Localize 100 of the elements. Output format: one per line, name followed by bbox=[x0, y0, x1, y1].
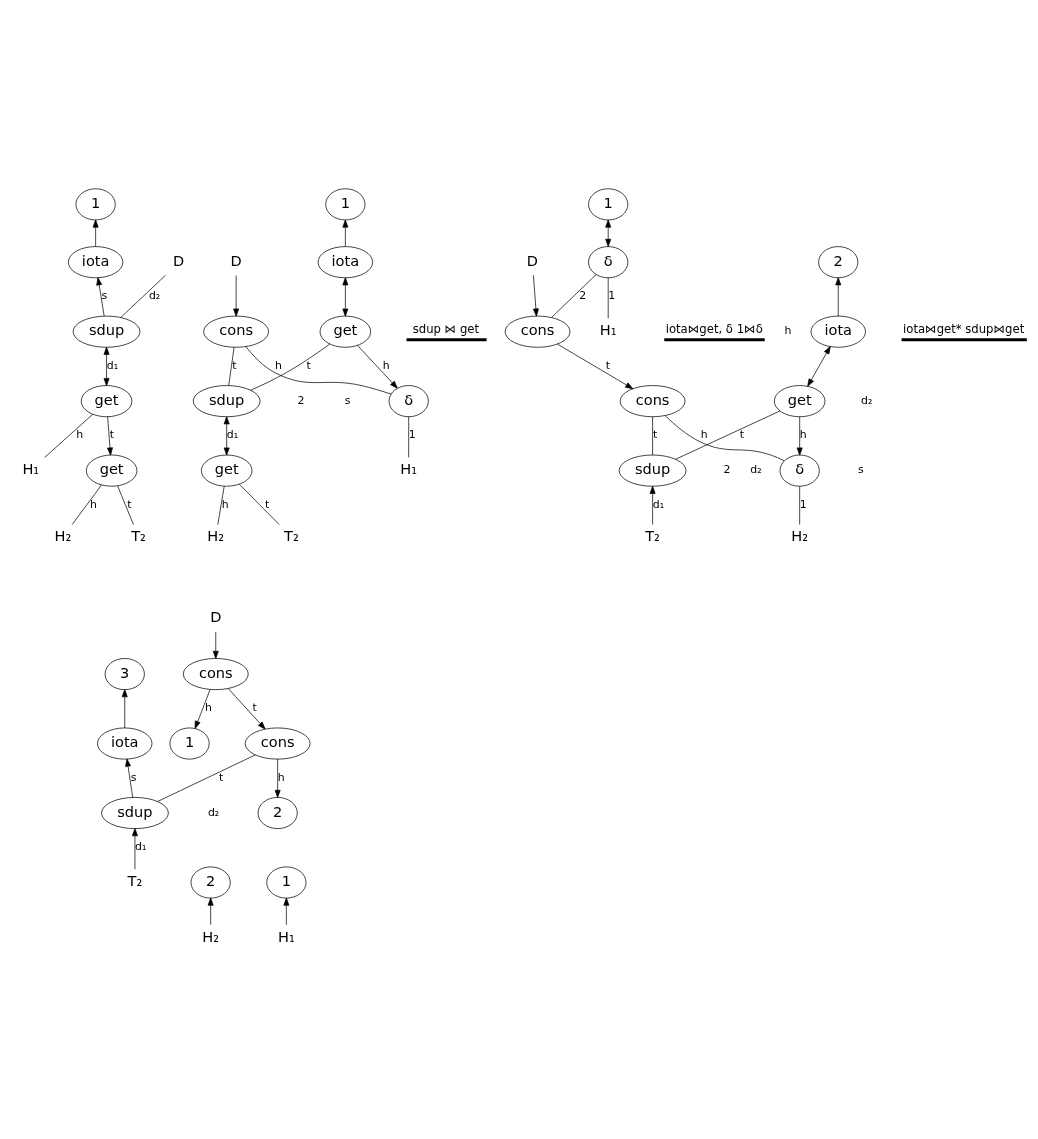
arrow bbox=[96, 276, 105, 317]
node-ellipse: sdup bbox=[618, 454, 687, 487]
label: 2 bbox=[297, 393, 305, 407]
label: d₂ bbox=[750, 462, 762, 476]
edge-label: 1 bbox=[408, 427, 416, 441]
connector bbox=[799, 485, 801, 525]
label: 2 bbox=[723, 462, 731, 476]
connector bbox=[250, 343, 331, 391]
node-ellipse: cons bbox=[203, 315, 269, 348]
edge-label: t bbox=[605, 358, 610, 372]
connector bbox=[675, 410, 781, 460]
arrow bbox=[835, 276, 842, 317]
node-ellipse: 2 bbox=[190, 866, 231, 898]
edge-label: s bbox=[101, 288, 108, 302]
node-ellipse: cons bbox=[504, 315, 571, 348]
arrow bbox=[342, 276, 349, 317]
connector bbox=[157, 754, 256, 802]
arrow bbox=[533, 274, 539, 317]
node-ellipse: get bbox=[85, 454, 138, 487]
edge-label: d₂ bbox=[148, 288, 161, 302]
label: d₂ bbox=[861, 393, 873, 407]
node-ellipse: get bbox=[319, 315, 372, 348]
edge-label: t bbox=[739, 427, 744, 441]
arrow bbox=[207, 897, 214, 925]
node-ellipse: 1 bbox=[169, 727, 210, 759]
label: h bbox=[784, 323, 792, 337]
edge-label: t bbox=[127, 497, 132, 511]
label: iota⋈get, δ 1⋈δ bbox=[665, 321, 763, 336]
node-ellipse: sdup bbox=[192, 384, 261, 417]
edge-label: s bbox=[130, 770, 137, 784]
connector bbox=[607, 276, 609, 319]
node-text: D bbox=[210, 607, 222, 625]
node-ellipse: δ bbox=[388, 384, 429, 417]
edge-label: d₁ bbox=[652, 497, 665, 511]
label: d₂ bbox=[207, 805, 220, 819]
edge-label: h bbox=[799, 427, 807, 441]
arrow bbox=[125, 758, 134, 798]
node-text: T₂ bbox=[131, 526, 146, 544]
arrow bbox=[649, 485, 656, 525]
edge-label: t bbox=[232, 358, 237, 372]
node-ellipse: iota bbox=[68, 245, 124, 278]
edge-label: h bbox=[274, 358, 282, 372]
node-ellipse: iota bbox=[317, 245, 373, 278]
edge-label: 1 bbox=[799, 497, 807, 511]
node-ellipse: 3 bbox=[104, 657, 145, 690]
node-ellipse: get bbox=[773, 384, 826, 417]
node-ellipse: 2 bbox=[257, 796, 298, 829]
arrow bbox=[605, 219, 612, 247]
node-ellipse: 1 bbox=[75, 187, 116, 220]
edge-label: 1 bbox=[608, 288, 616, 302]
connector bbox=[120, 274, 166, 318]
node-text: H₁ bbox=[599, 320, 617, 338]
edge-label: h bbox=[76, 427, 84, 441]
connector bbox=[44, 413, 94, 458]
node-ellipse: sdup bbox=[101, 796, 169, 829]
node-text: T₂ bbox=[284, 526, 299, 544]
node-ellipse: 1 bbox=[588, 187, 629, 220]
arrow bbox=[796, 415, 803, 456]
node-text: T₂ bbox=[645, 526, 660, 544]
arrow bbox=[274, 758, 281, 798]
node-text: H₂ bbox=[202, 927, 220, 945]
node-ellipse: get bbox=[80, 384, 133, 417]
node-ellipse: cons bbox=[244, 727, 311, 759]
arrow bbox=[342, 219, 349, 247]
arrow bbox=[132, 827, 138, 870]
edge-label: h bbox=[700, 427, 708, 441]
node-text: D bbox=[526, 251, 539, 269]
node-ellipse: δ bbox=[779, 454, 820, 487]
node-text: H₂ bbox=[54, 526, 72, 544]
node-text: D bbox=[173, 251, 185, 269]
edge-label: 2 bbox=[579, 288, 587, 302]
arrow bbox=[92, 219, 99, 247]
arrow bbox=[103, 346, 110, 386]
arrow bbox=[223, 415, 230, 456]
node-text: D bbox=[230, 251, 242, 269]
connector bbox=[217, 485, 225, 525]
connector bbox=[652, 415, 653, 456]
label: s bbox=[857, 462, 864, 476]
label: iota⋈get* sdup⋈get bbox=[903, 321, 1025, 336]
node-ellipse: iota bbox=[810, 315, 866, 348]
node-text: H₁ bbox=[400, 459, 418, 477]
node-ellipse: δ bbox=[588, 245, 629, 278]
arrow bbox=[556, 343, 634, 389]
edge-label: t bbox=[306, 358, 311, 372]
label: s bbox=[344, 393, 351, 407]
edge-label: d₁ bbox=[135, 839, 147, 853]
edge-label: h bbox=[277, 770, 285, 784]
connector bbox=[408, 415, 410, 458]
arrow bbox=[212, 630, 219, 659]
node-text: H₁ bbox=[22, 459, 40, 477]
connector bbox=[117, 485, 134, 525]
edge-label: t bbox=[219, 770, 224, 784]
arrow bbox=[807, 345, 831, 387]
edge-label: h bbox=[382, 358, 390, 372]
node-text: H₁ bbox=[277, 927, 295, 945]
node-ellipse: 1 bbox=[266, 866, 307, 898]
arrow bbox=[227, 687, 266, 729]
node-ellipse: sdup bbox=[72, 315, 141, 348]
edge-label: d₁ bbox=[226, 427, 239, 441]
connector bbox=[551, 273, 597, 318]
